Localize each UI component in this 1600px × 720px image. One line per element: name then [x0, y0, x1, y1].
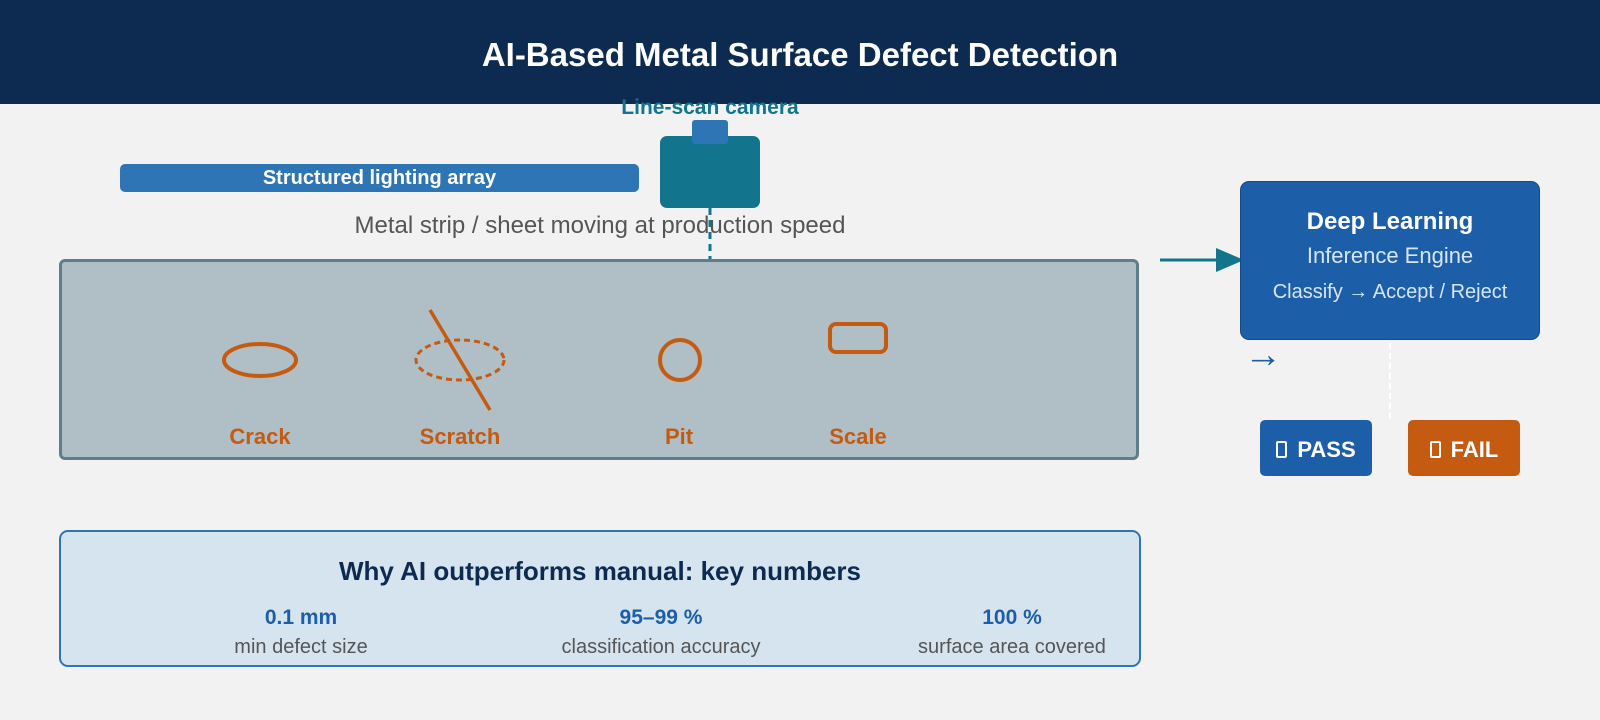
metal-strip	[59, 259, 1139, 460]
camera-label: Line-scan camera	[621, 96, 799, 119]
stats-panel: Why AI outperforms manual: key numbers 0…	[59, 530, 1141, 667]
fail-badge: FAIL	[1408, 420, 1520, 476]
box-icon	[1276, 441, 1288, 458]
header-bar: AI-Based Metal Surface Defect Detection	[0, 0, 1600, 104]
defect-label-pit: Pit	[664, 424, 694, 449]
engine-subtitle: Inference Engine	[1306, 243, 1474, 268]
defect-label-scale: Scale	[829, 424, 887, 449]
stat-value-min-defect: 0.1 mm	[264, 606, 338, 629]
engine-arrow-head	[1216, 248, 1244, 272]
box-icon	[1429, 441, 1441, 458]
stat-label-accuracy: classification accuracy	[561, 636, 761, 658]
engine-title: Deep Learning	[1306, 208, 1474, 235]
page-title: AI-Based Metal Surface Defect Detection	[481, 36, 1119, 73]
engine-flow-arrow: →	[1348, 281, 1369, 303]
pit-icon	[658, 338, 702, 382]
stat-label-min-defect: min defect size	[234, 636, 368, 658]
pass-label: PASS	[1297, 437, 1356, 462]
engine-flow-to: Accept / Reject	[1372, 281, 1508, 303]
stat-label-coverage: surface area covered	[918, 636, 1106, 658]
engine-flow: Classify → Accept / Reject	[1241, 281, 1539, 304]
stat-value-accuracy: 95–99 %	[619, 606, 703, 629]
scratch-icon	[414, 338, 506, 382]
defect-label-crack: Crack	[229, 424, 291, 449]
strip-caption: Metal strip / sheet moving at production…	[354, 212, 846, 239]
scratch-slash	[428, 309, 492, 411]
stat-value-coverage: 100 %	[982, 606, 1042, 629]
crack-icon	[222, 342, 298, 378]
scale-icon	[828, 322, 888, 354]
camera-body	[660, 136, 760, 208]
engine-flow-from: Classify	[1272, 281, 1343, 303]
fail-label: FAIL	[1450, 437, 1499, 462]
camera-lens	[692, 120, 728, 144]
lighting-array: Structured lighting array	[120, 164, 639, 192]
right-arrow-icon: →	[1244, 334, 1282, 376]
inference-engine-box: Deep Learning Inference Engine Classify …	[1240, 181, 1540, 340]
pass-badge: PASS	[1260, 420, 1372, 476]
defect-label-scratch: Scratch	[419, 424, 501, 449]
stats-title: Why AI outperforms manual: key numbers	[338, 556, 862, 586]
